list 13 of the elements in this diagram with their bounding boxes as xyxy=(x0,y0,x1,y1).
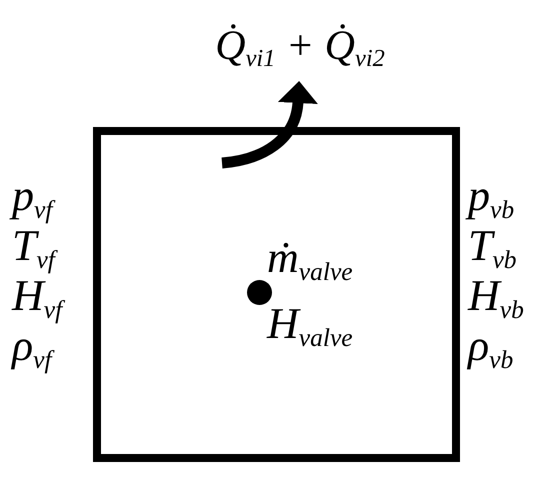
math-label: ṁ$_{valve}$ xyxy=(267,233,354,283)
variable-label: H$_{vf}$ xyxy=(12,278,66,328)
variable-label: T$_{vb}$ xyxy=(468,228,518,276)
variable-label: ρ$_{vf}$ xyxy=(12,328,56,378)
variable-label: H$_{vb}$ xyxy=(468,278,525,326)
heat-flow-label: Q̇$_{vi1}$ + Q̇$_{vi2}$ xyxy=(200,12,400,80)
variable-label: T$_{vf}$ xyxy=(12,228,59,278)
math-label: H$_{valve}$ xyxy=(267,299,354,349)
variable-label: p$_{vf}$ xyxy=(12,178,56,228)
variable-label: p$_{vb}$ xyxy=(468,178,518,228)
control-volume-box xyxy=(93,127,460,462)
curved-arrow xyxy=(221,81,318,168)
variable-label: ρ$_{vb}$ xyxy=(468,328,514,376)
